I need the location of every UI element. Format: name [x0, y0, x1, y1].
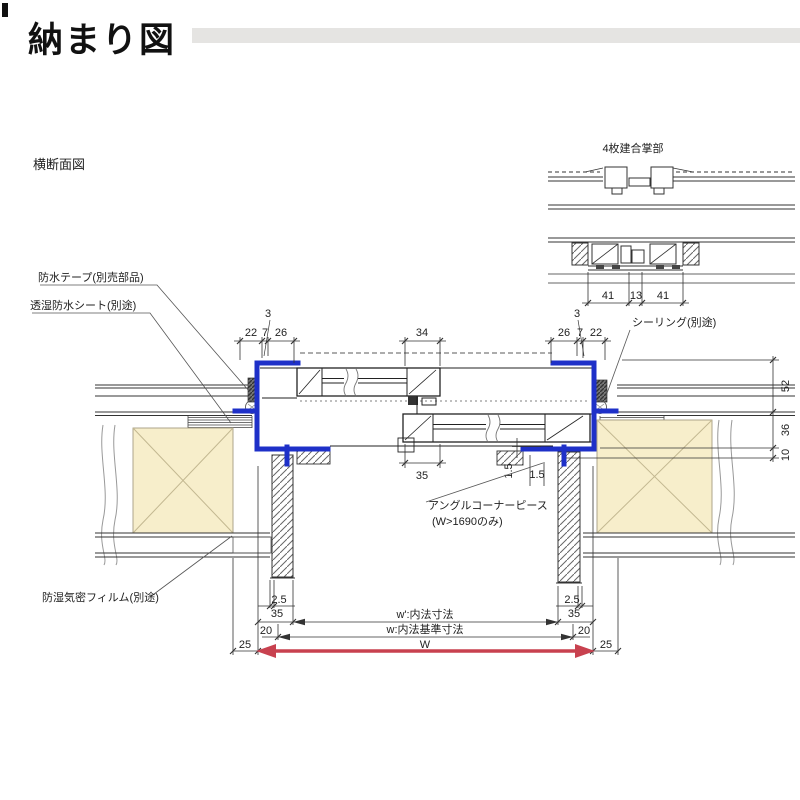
page-title: 納まり図 — [28, 21, 177, 60]
center-track-block — [397, 437, 415, 453]
dim-left-22: 22 — [245, 327, 257, 339]
dim-bottom-right-20: 20 — [578, 625, 590, 637]
meeting-interlock — [408, 396, 437, 414]
dimension-bottom: 2.5 2.5 35 35 w':内法寸法 20 20 w:内法基準寸法 25 … — [229, 466, 622, 655]
left-interior-casing — [271, 454, 294, 578]
w-arrow — [256, 644, 595, 658]
right-break-lines — [717, 419, 735, 566]
dim-10: 10 — [780, 449, 792, 461]
top-detail-b — [548, 237, 795, 284]
right-sealing-block — [595, 379, 608, 403]
dim-left-7: 7 — [262, 327, 268, 339]
callout-angle-corner-piece: アングルコーナーピース — [428, 498, 548, 512]
title-underline-bar — [192, 28, 800, 43]
dimension-right-vertical: 52 36 10 — [566, 356, 792, 462]
callout-waterproof-tape: 防水テープ(別売部品) — [38, 270, 144, 284]
dim-13: 13 — [630, 290, 642, 302]
dim-41-left: 41 — [602, 290, 614, 302]
dim-right-22: 22 — [590, 327, 602, 339]
dim-bottom-right-25: 25 — [600, 639, 612, 651]
dim-34: 34 — [416, 327, 428, 339]
callout-sealing: シーリング(別途) — [632, 315, 716, 329]
top-detail-a — [548, 166, 795, 210]
dimension-center-35: 35 — [399, 444, 446, 482]
right-wall — [556, 384, 795, 584]
dim-bottom-left-35: 35 — [271, 608, 283, 620]
dimension-top-left: 22 7 26 3 — [234, 308, 300, 363]
top-detail-drawing: 4枚建合掌部 — [548, 141, 795, 307]
w-total-label: W — [420, 639, 431, 651]
section-label: 横断面図 — [33, 157, 85, 172]
left-jamb-blue — [254, 360, 331, 452]
dim-left-3: 3 — [265, 308, 271, 320]
glass-break-outer — [343, 368, 359, 397]
top-detail-title: 4枚建合掌部 — [602, 141, 663, 155]
angle-corner-piece — [496, 450, 524, 466]
left-break-lines — [101, 424, 118, 566]
breathable-sheet-layers — [187, 416, 253, 428]
dimension-corner: 1.5 1.5 — [503, 438, 545, 486]
callout-breathable-sheet: 透湿防水シート(別途) — [30, 298, 136, 312]
dim-52: 52 — [780, 380, 792, 392]
dim-bottom-right-2_5: 2.5 — [564, 594, 579, 606]
dimension-top-center: 34 — [399, 327, 446, 366]
top-detail-dimensions: 41 13 41 — [582, 272, 689, 307]
callout-moisture-film: 防湿気密フィルム(別途) — [42, 590, 159, 604]
dim-bottom-left-20: 20 — [260, 625, 272, 637]
dim-right-3: 3 — [574, 308, 580, 320]
right-interior-casing — [557, 451, 581, 583]
dim-right-26: 26 — [558, 327, 570, 339]
corner-mark — [2, 3, 8, 17]
glass-break-inner — [485, 414, 501, 443]
right-jamb-blue — [520, 360, 597, 452]
blue-frame-highlight — [232, 360, 619, 467]
w-base-label: w:内法基準寸法 — [386, 622, 464, 636]
outer-sash — [296, 367, 441, 397]
dim-corner-horizontal: 1.5 — [529, 469, 544, 481]
callout-leaders — [32, 284, 631, 598]
dim-35: 35 — [416, 470, 428, 482]
dim-bottom-left-2_5: 2.5 — [271, 594, 286, 606]
callout-angle-corner-note: (W>1690のみ) — [432, 515, 503, 528]
dim-left-26: 26 — [275, 327, 287, 339]
dimension-top-right: 26 7 22 3 — [545, 308, 611, 363]
dim-41-right: 41 — [657, 290, 669, 302]
dim-bottom-right-35: 35 — [568, 608, 580, 620]
left-wall — [95, 384, 295, 579]
dim-corner-vertical: 1.5 — [503, 463, 515, 478]
w-inner-label: w':内法寸法 — [395, 607, 453, 621]
inner-sash — [402, 413, 591, 443]
window-frame — [245, 352, 608, 466]
dim-36: 36 — [780, 424, 792, 436]
dim-bottom-left-25: 25 — [239, 639, 251, 651]
